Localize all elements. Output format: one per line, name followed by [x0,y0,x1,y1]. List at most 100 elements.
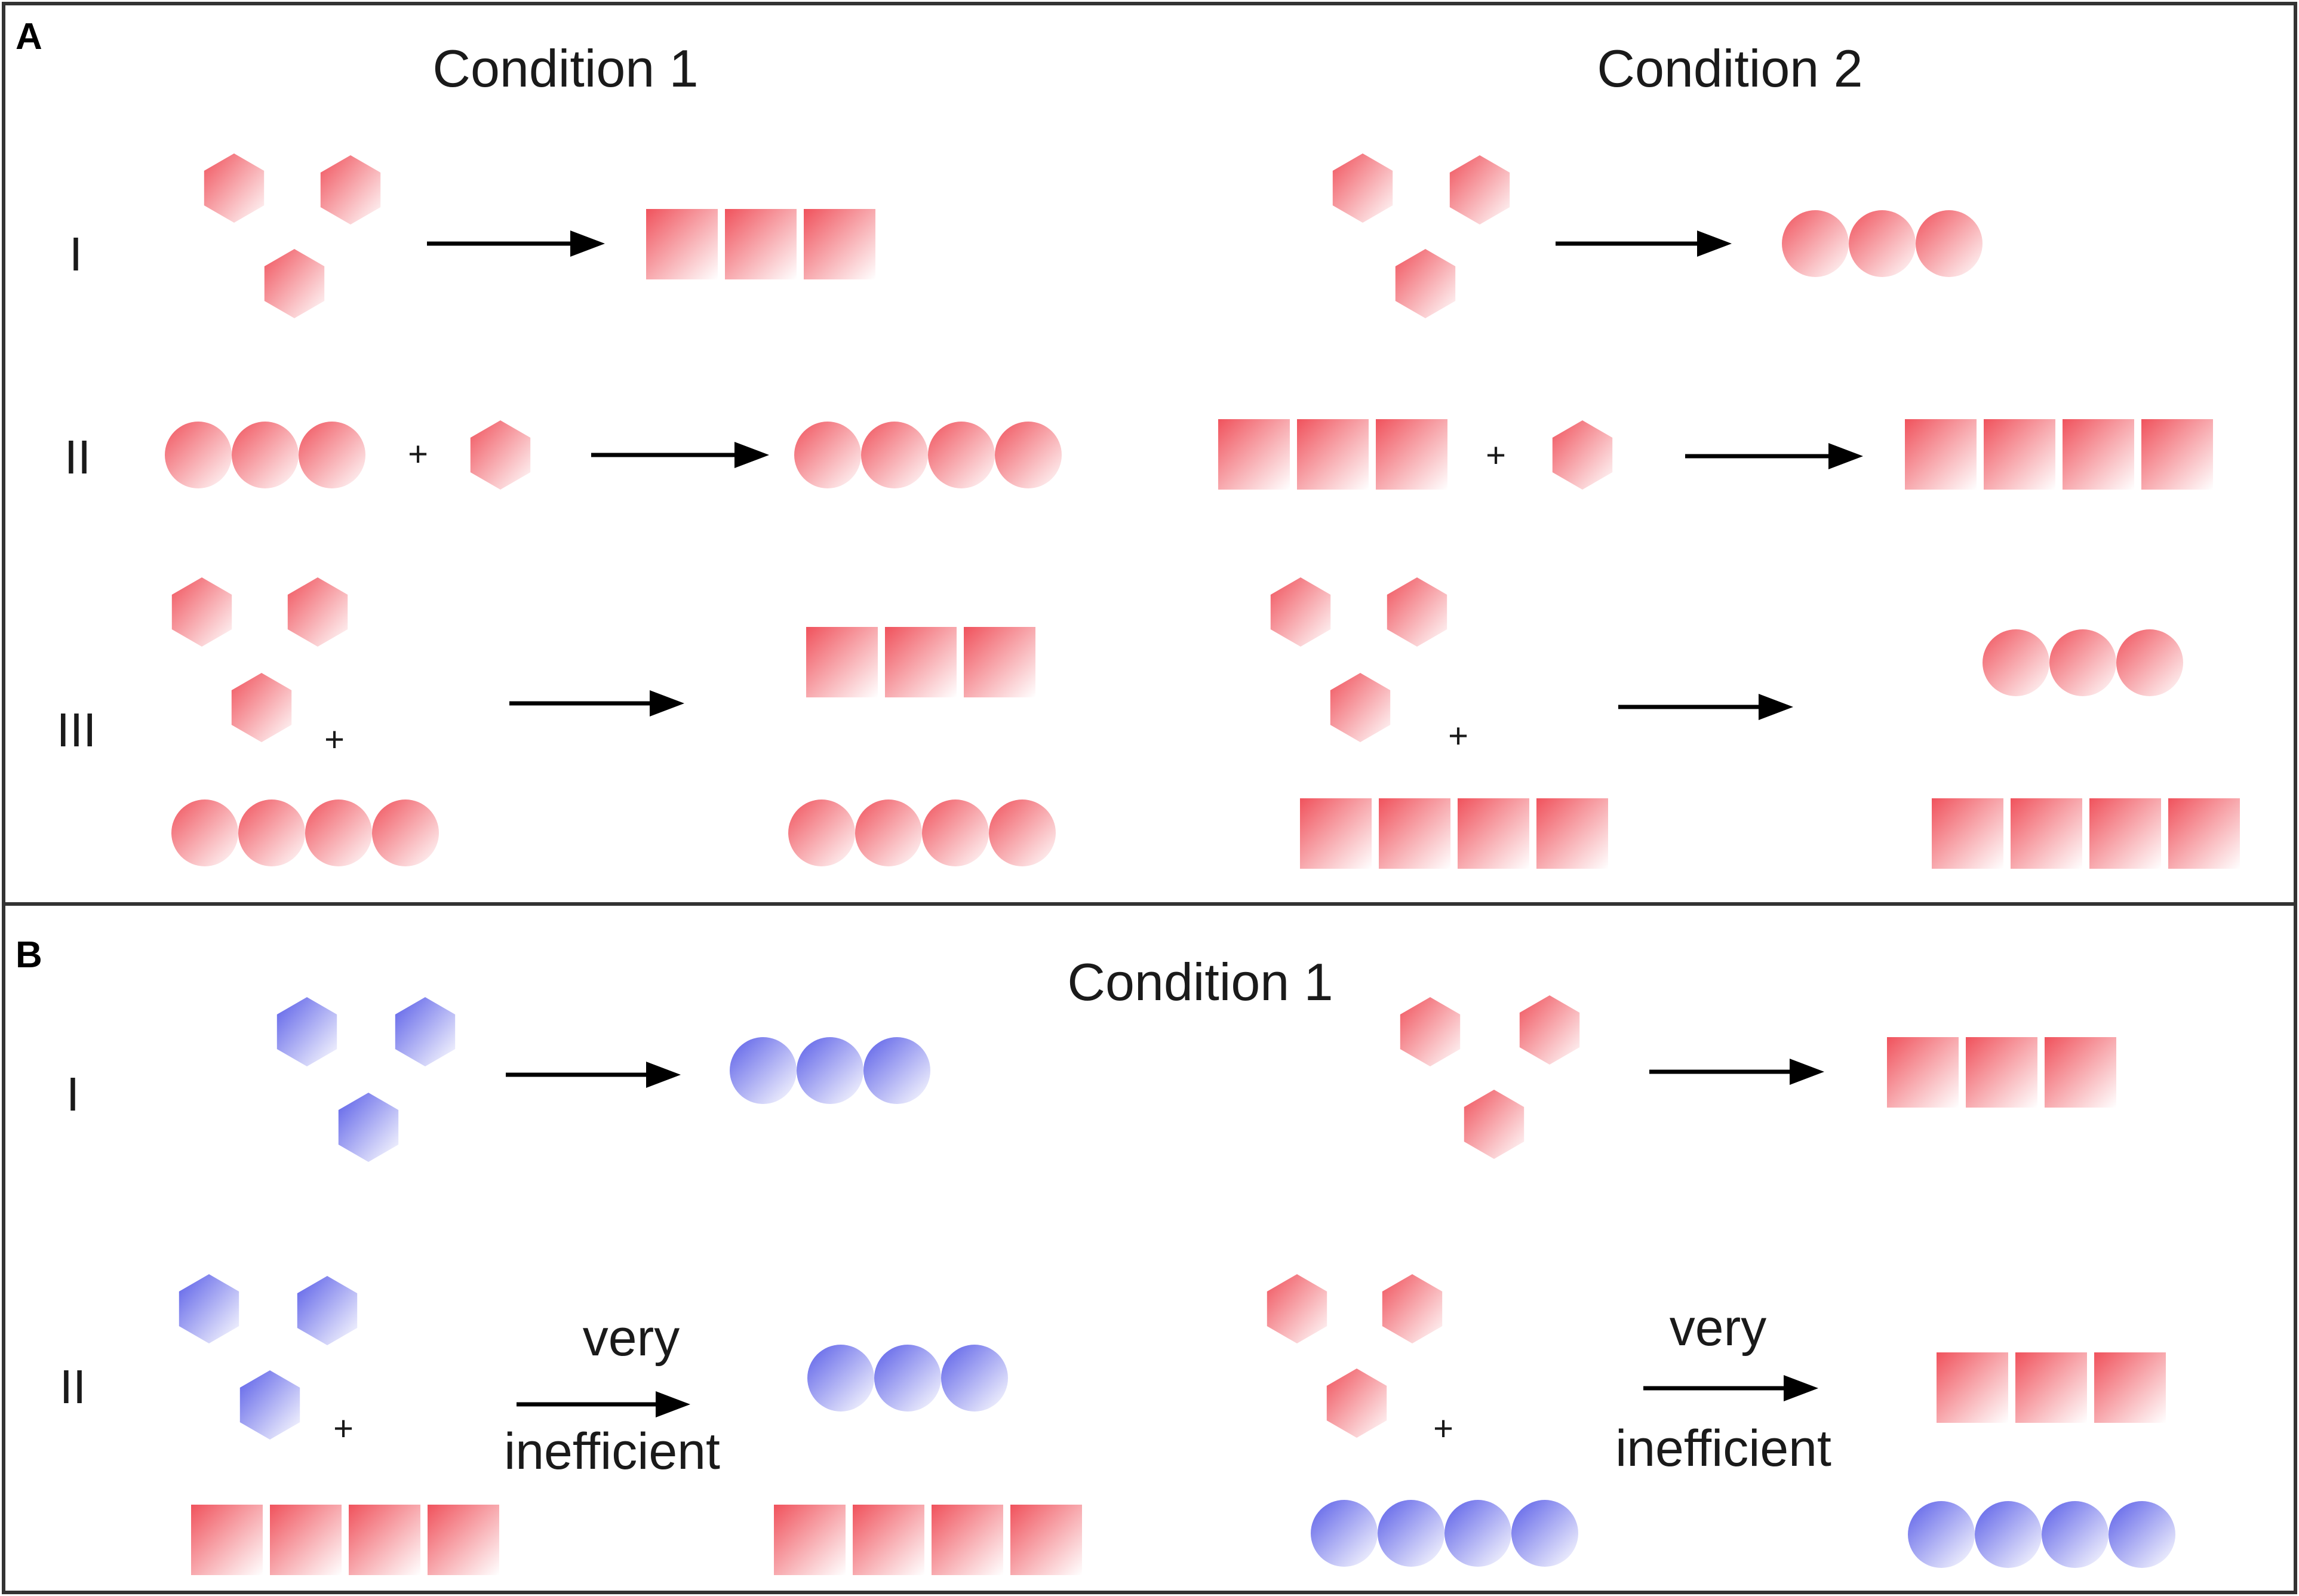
a3-left-product-circle-2 [855,799,922,866]
a1-right-hexagon-1 [1332,153,1393,223]
a3-right-square-2 [1379,798,1450,869]
plus-b2-right: + [1433,1409,1453,1448]
a3-right-hexagon-2 [1387,577,1447,647]
b2-left-hexagon-1 [179,1274,239,1343]
b2-left-product-square-4 [1010,1505,1082,1575]
a2-right-product-square-4 [2141,419,2213,490]
a2-right-product-square-1 [1905,419,1977,490]
a2-left-product-circle-4 [995,422,1062,488]
plus-a2-left: + [408,435,428,473]
a3-right-product-circle-1 [1983,629,2049,696]
a3-left-product-circle-3 [922,799,989,866]
a3-right-hexagon-3 [1330,673,1391,742]
a3-left-hexagon-1 [171,577,232,647]
b2-left-square-1 [191,1505,263,1575]
b2-left-product-circle-2 [874,1345,941,1412]
a3-left-circle-3 [305,799,372,866]
a2-left-circle-3 [299,422,365,488]
plus-a3-left: + [324,720,345,759]
b2-right-product-square-3 [2094,1352,2166,1423]
a3-right-hexagon-1 [1270,577,1331,647]
b2-left-product-circle-1 [807,1345,874,1412]
a1-left-square-1 [646,209,718,279]
b1-right-arrow-head [1790,1059,1824,1085]
b2-right-arrow-head [1784,1375,1818,1401]
b1-right-hexagon-3 [1464,1090,1525,1159]
a1-left-hexagon-3 [264,249,325,318]
b2-left-square-2 [270,1505,342,1575]
a3-right-square-3 [1458,798,1529,869]
panel-a-condition-1-title: Condition 1 [432,39,698,98]
a2-left-product-circle-3 [928,422,995,488]
a1-left-square-2 [725,209,797,279]
b1-left-arrow-head [646,1062,681,1088]
panel-a-row-2-label: II [64,430,91,484]
a3-left-arrow-head [650,690,684,716]
a1-right-circle-2 [1849,210,1916,277]
b1-right-hexagon-1 [1400,997,1461,1066]
left-arrow-note-top: very [583,1309,680,1367]
a2-right-product-square-3 [2063,419,2134,490]
a3-left-hexagon-3 [231,673,292,742]
panel-a-row-1-label: I [69,227,82,281]
b2-left-product-square-3 [932,1505,1003,1575]
a2-left-product-circle-2 [861,422,928,488]
a2-left-hexagon [470,420,531,490]
panel-a-label: A [16,16,42,57]
left-arrow-note-bottom: inefficient [504,1423,720,1480]
a3-right-product-square-3 [2089,798,2161,869]
a3-right-square-1 [1300,798,1372,869]
a3-right-arrow-head [1759,694,1793,720]
b2-right-product-square-1 [1937,1352,2008,1423]
b2-right-hexagon-2 [1382,1274,1443,1343]
a3-left-product-circle-4 [989,799,1056,866]
b2-right-product-circle-4 [2109,1501,2175,1568]
right-arrow-note-bottom: inefficient [1615,1420,1831,1477]
a1-right-circle-1 [1782,210,1849,277]
a3-right-product-circle-3 [2116,629,2183,696]
b2-left-arrow-head [656,1391,690,1417]
b2-left-product-square-1 [774,1505,846,1575]
a1-right-hexagon-3 [1395,249,1456,318]
a3-left-product-square-2 [885,627,957,697]
panel-a-row-3-label: III [57,703,97,757]
a3-left-product-square-1 [806,627,878,697]
b2-right-product-circle-1 [1908,1501,1975,1568]
b2-left-hexagon-3 [239,1370,300,1440]
a3-right-product-square-2 [2011,798,2082,869]
b1-right-product-square-1 [1887,1037,1959,1108]
b1-left-product-circle-1 [730,1037,797,1104]
a2-left-arrow-head [734,442,769,468]
a1-left-hexagon-1 [204,153,265,223]
a2-right-product-square-2 [1984,419,2055,490]
b1-right-product-square-3 [2045,1037,2116,1108]
plus-a3-right: + [1448,716,1468,755]
b2-left-product-square-2 [853,1505,924,1575]
b2-left-product-circle-3 [941,1345,1008,1412]
b2-right-hexagon-3 [1326,1369,1387,1438]
b2-right-circle-4 [1511,1500,1578,1567]
panel-a-condition-2-title: Condition 2 [1597,39,1862,98]
panel-b-row-2-label: II [60,1360,86,1413]
b1-right-product-square-2 [1966,1037,2037,1108]
plus-b2-left: + [333,1409,354,1448]
a2-right-square-1 [1218,419,1290,490]
b2-right-product-circle-2 [1975,1501,2042,1568]
a3-left-circle-2 [238,799,305,866]
b2-left-square-3 [349,1505,420,1575]
right-arrow-note-top: very [1670,1299,1766,1357]
shape-layer [165,153,2240,1575]
a3-left-circle-4 [372,799,439,866]
a3-left-circle-1 [171,799,238,866]
b2-right-product-circle-3 [2042,1501,2109,1568]
a2-left-product-circle-1 [794,422,861,488]
a1-right-hexagon-2 [1449,155,1510,225]
a3-left-product-square-3 [964,627,1035,697]
panel-b-label: B [16,934,42,976]
a3-right-product-circle-2 [2049,629,2116,696]
b2-right-product-square-2 [2015,1352,2087,1423]
a3-right-square-4 [1536,798,1608,869]
a2-left-circle-1 [165,422,232,488]
a1-right-arrow-head [1697,230,1732,257]
